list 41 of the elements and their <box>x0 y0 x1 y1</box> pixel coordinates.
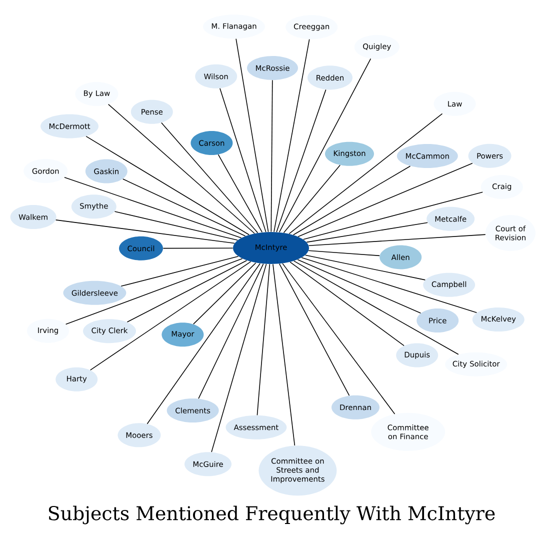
connector-line <box>64 177 242 238</box>
connector-line <box>304 254 426 280</box>
connector-line <box>120 256 239 287</box>
connector-line <box>126 260 248 322</box>
connector-line <box>122 178 246 236</box>
connector-line <box>272 264 296 446</box>
connector-line <box>298 162 473 237</box>
connector-line <box>161 122 258 234</box>
connector-line <box>256 264 270 416</box>
connector-line <box>162 248 234 249</box>
connector-line <box>293 260 459 355</box>
connector-line <box>198 263 264 399</box>
connector-line <box>65 258 243 325</box>
connector-line <box>108 104 255 234</box>
connector-line <box>308 250 380 256</box>
connector-line <box>278 263 350 396</box>
connector-line <box>276 89 326 232</box>
connector-line <box>218 154 262 233</box>
connector-line <box>292 166 411 236</box>
connector-line <box>290 262 404 346</box>
connector-line <box>297 259 422 314</box>
connector-line <box>278 58 372 233</box>
connector-line <box>308 234 486 246</box>
connector-line <box>146 263 260 424</box>
connector-line <box>282 263 396 414</box>
connector-line <box>301 257 478 314</box>
connector-line <box>274 38 310 232</box>
connector-line <box>86 136 250 236</box>
connector-line <box>270 80 273 232</box>
connector-line <box>306 222 428 243</box>
connector-line <box>193 262 256 324</box>
diagram-title: Subjects Mentioned Frequently With McIntyre <box>48 506 495 524</box>
connector-line <box>283 164 340 234</box>
connector-line <box>55 220 235 244</box>
connector-line <box>90 261 252 370</box>
connector-line <box>211 264 267 452</box>
connector-line <box>114 211 238 241</box>
connector-line <box>288 113 443 234</box>
connector-line <box>236 38 269 232</box>
connector-line <box>220 88 266 232</box>
connector-line <box>303 192 484 240</box>
